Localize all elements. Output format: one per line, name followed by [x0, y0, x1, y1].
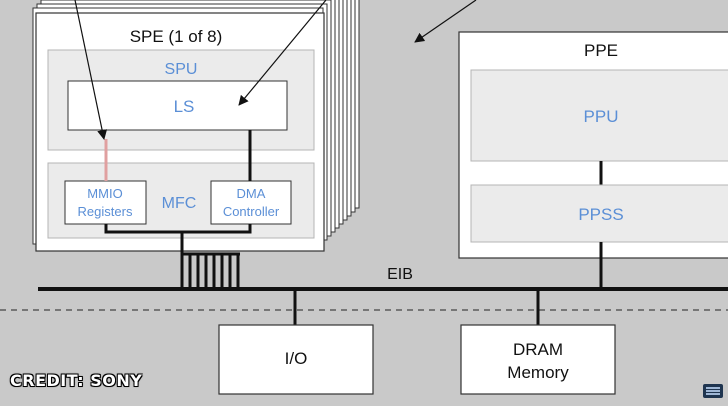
- io-label: I/O: [285, 349, 308, 368]
- ppu-label: PPU: [584, 107, 619, 126]
- mmio-pointer-arrow: [74, 0, 108, 140]
- dma-label-line1: DMA: [237, 186, 266, 201]
- dram-box: [460, 324, 616, 395]
- ls-box: [67, 80, 288, 131]
- spe-port-stack: [182, 252, 240, 289]
- eib-label: EIB: [387, 266, 413, 283]
- ppss-box: [470, 184, 728, 243]
- ls-label: LS: [174, 97, 195, 116]
- dram-label-line1: DRAM: [513, 340, 563, 359]
- ppss-label: PPSS: [578, 205, 623, 224]
- credit-caption: CREDIT: SONY: [10, 371, 143, 390]
- mfc-label: MFC: [162, 195, 197, 212]
- mmio-label-line2: Registers: [78, 204, 133, 219]
- dma-label-line2: Controller: [223, 204, 280, 219]
- io-box: [218, 324, 374, 395]
- spe-stack-pointer-arrow: [414, 0, 477, 43]
- mfc-internal-bus: [104, 224, 252, 234]
- spu-label: SPU: [165, 61, 198, 78]
- mmio-registers-box: [64, 180, 147, 225]
- ppu-box: [470, 69, 728, 162]
- mmio-label-line1: MMIO: [87, 186, 122, 201]
- channel-logo-icon: [703, 384, 723, 398]
- ppe-title: PPE: [584, 41, 618, 60]
- dram-label-line2: Memory: [507, 363, 569, 382]
- ls-pointer-arrow: [238, 0, 327, 106]
- spe-title: SPE (1 of 8): [130, 27, 223, 46]
- dma-controller-box: [210, 180, 292, 225]
